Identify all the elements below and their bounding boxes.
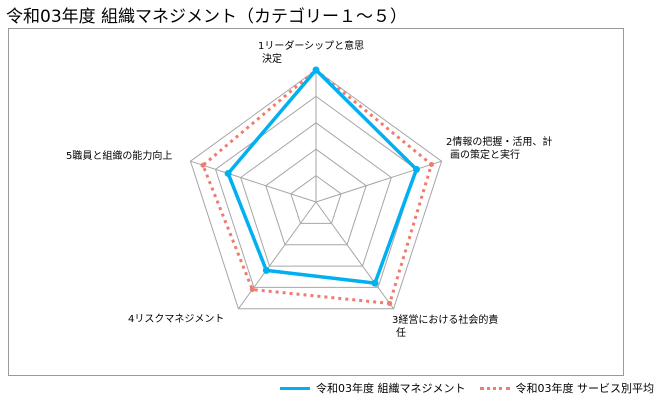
series-1-point-3 — [371, 279, 379, 287]
series-line-2 — [201, 68, 433, 305]
axis-label-1: 1リーダーシップと意思決定 — [258, 40, 364, 66]
axis-label-2: 2情報の把握・活用、計画の策定と実行 — [446, 136, 552, 162]
axis-label-3-line-2: 任 — [396, 328, 406, 339]
grid-ring-1 — [290, 174, 342, 224]
radar-chart — [189, 66, 443, 310]
legend-item-series-2: 令和03年度 サービス別平均 — [479, 380, 655, 396]
series-1-point-1 — [312, 66, 320, 74]
legend-label-1: 令和03年度 組織マネジメント — [316, 382, 466, 395]
axis-label-2-line-2: 画の策定と実行 — [450, 150, 520, 161]
series-line-1 — [226, 68, 419, 285]
legend-swatch-dotted — [479, 386, 510, 390]
axis-label-5: 5職員と組織の能力向上 — [66, 150, 172, 163]
legend: 令和03年度 組織マネジメント 令和03年度 サービス別平均 — [280, 380, 668, 396]
grid-ring-3 — [240, 122, 392, 267]
series-1-point-2 — [412, 165, 420, 173]
spoke-2 — [315, 160, 442, 203]
axis-label-4: 4リスクマネジメント — [128, 313, 224, 326]
series-2-point-4 — [249, 287, 255, 293]
axis-label-1-line-1: 1リーダーシップと意思 — [258, 41, 365, 52]
spoke-5 — [190, 160, 317, 203]
axis-label-3-line-1: 3経営における社会的責 — [392, 315, 499, 326]
series-2-point-3 — [387, 300, 393, 306]
plot-frame — [8, 28, 624, 376]
legend-swatch-solid — [280, 386, 310, 390]
series-2-point-2 — [428, 161, 434, 167]
series-2-point-5 — [200, 162, 206, 168]
axis-label-2-line-1: 2情報の把握・活用、計 — [446, 137, 553, 148]
spoke-3 — [315, 201, 394, 310]
axis-label-4-line-1: 4リスクマネジメント — [128, 314, 225, 325]
series-1-point-5 — [224, 169, 232, 177]
grid-ring-5 — [189, 69, 443, 310]
grid-ring-4 — [214, 95, 418, 288]
grid-ring-2 — [265, 148, 367, 246]
axis-label-3: 3経営における社会的責任 — [392, 314, 498, 340]
axis-label-5-line-1: 5職員と組織の能力向上 — [66, 151, 173, 162]
series-1-point-4 — [262, 266, 270, 274]
legend-label-2: 令和03年度 サービス別平均 — [515, 382, 655, 395]
chart-title: 令和03年度 組織マネジメント（カテゴリー１～５） — [6, 7, 408, 27]
axis-label-1-line-2: 決定 — [262, 54, 282, 65]
legend-item-series-1: 令和03年度 組織マネジメント — [280, 380, 466, 396]
